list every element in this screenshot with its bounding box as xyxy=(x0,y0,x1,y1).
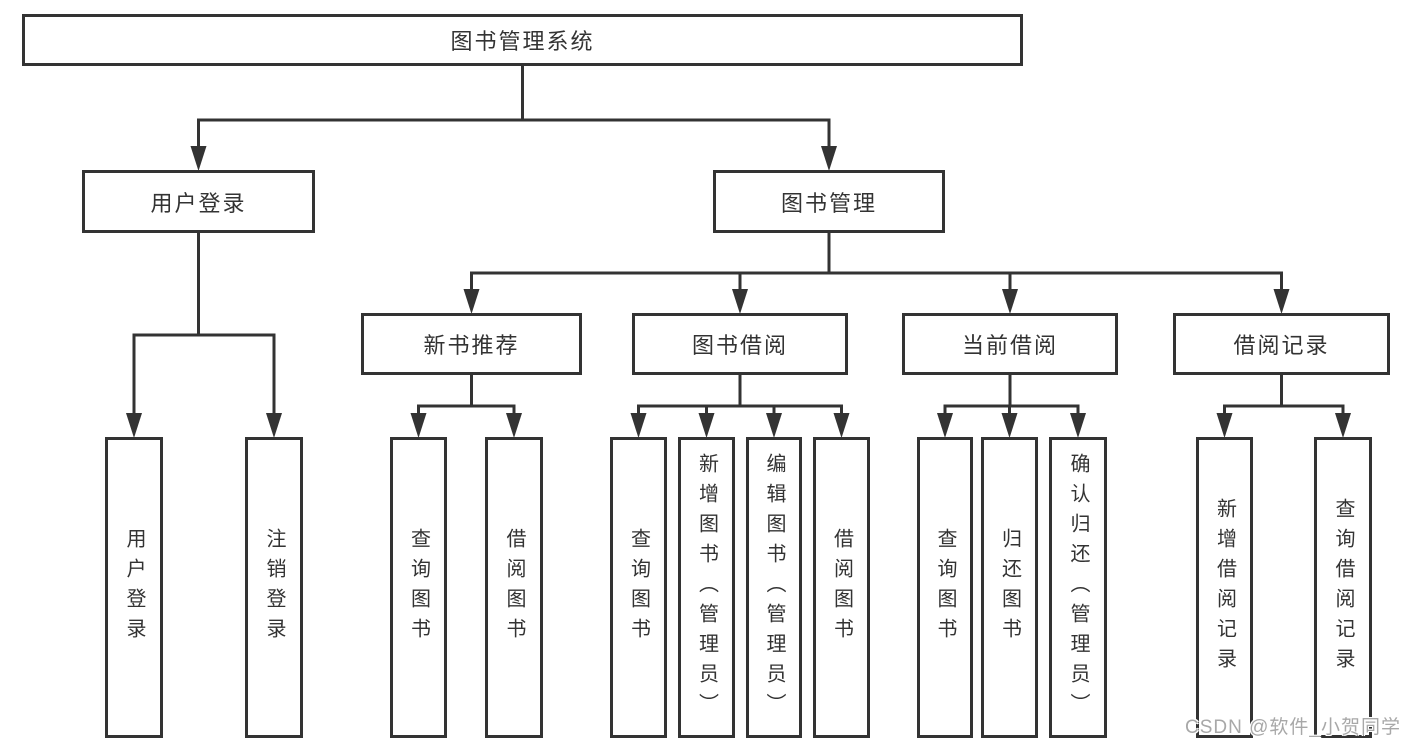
node-leaf-cb-confirm: 确认归还（管理员） xyxy=(1049,437,1107,738)
node-leaf-bb-borrow: 借阅图书 xyxy=(813,437,870,738)
arrowhead-icon xyxy=(1002,289,1018,314)
arrowhead-icon xyxy=(630,413,647,438)
node-label-current-borrow: 当前借阅 xyxy=(961,333,1058,358)
arrowhead-icon xyxy=(506,413,522,438)
node-label-leaf-bb-add: 新增图书（管理员） xyxy=(695,452,718,723)
node-leaf-cb-query: 查询图书 xyxy=(917,437,973,738)
node-label-book-mgmt: 图书管理 xyxy=(780,190,877,216)
node-label-leaf-rec-query: 查询图书 xyxy=(407,527,430,648)
arrowhead-icon xyxy=(766,413,782,438)
node-label-root: 图书管理系统 xyxy=(450,29,595,54)
node-label-leaf-bb-borrow: 借阅图书 xyxy=(830,527,853,648)
node-label-leaf-cb-query: 查询图书 xyxy=(934,527,956,648)
node-label-leaf-bb-edit: 编辑图书（管理员） xyxy=(763,452,785,723)
node-leaf-logout: 注销登录 xyxy=(245,437,303,738)
node-label-leaf-cb-confirm: 确认归还（管理员） xyxy=(1067,452,1089,723)
arrowhead-icon xyxy=(821,146,837,171)
node-book-mgmt: 图书管理 xyxy=(713,170,945,233)
node-leaf-br-add: 新增借阅记录 xyxy=(1196,437,1253,738)
node-label-leaf-user-login: 用户登录 xyxy=(123,527,145,648)
arrowhead-icon xyxy=(410,413,427,438)
node-label-leaf-rec-borrow: 借阅图书 xyxy=(503,527,525,648)
node-label-new-book-rec: 新书推荐 xyxy=(423,333,520,358)
node-leaf-user-login: 用户登录 xyxy=(105,437,163,738)
arrowhead-icon xyxy=(1216,413,1233,438)
node-label-leaf-br-add: 新增借阅记录 xyxy=(1213,497,1236,678)
node-leaf-bb-add: 新增图书（管理员） xyxy=(678,437,735,738)
arrowhead-icon xyxy=(937,413,953,438)
node-label-book-borrow: 图书借阅 xyxy=(691,333,788,358)
node-label-borrow-record: 借阅记录 xyxy=(1233,333,1330,358)
node-leaf-rec-borrow: 借阅图书 xyxy=(485,437,543,738)
node-label-leaf-cb-return: 归还图书 xyxy=(998,527,1021,648)
arrowhead-icon xyxy=(1070,413,1086,438)
arrowhead-icon xyxy=(1001,413,1018,438)
node-leaf-cb-return: 归还图书 xyxy=(981,437,1038,738)
node-leaf-bb-query: 查询图书 xyxy=(610,437,667,738)
node-label-leaf-br-query: 查询借阅记录 xyxy=(1332,497,1354,678)
node-leaf-br-query: 查询借阅记录 xyxy=(1314,437,1372,738)
arrowhead-icon xyxy=(266,413,282,438)
node-current-borrow: 当前借阅 xyxy=(902,313,1118,375)
arrowhead-icon xyxy=(1273,289,1290,314)
node-root: 图书管理系统 xyxy=(22,14,1023,66)
arrowhead-icon xyxy=(190,146,207,171)
node-new-book-rec: 新书推荐 xyxy=(361,313,582,375)
node-label-leaf-logout: 注销登录 xyxy=(263,527,285,648)
arrowhead-icon xyxy=(1335,413,1351,438)
node-book-borrow: 图书借阅 xyxy=(632,313,848,375)
arrowhead-icon xyxy=(732,289,748,314)
node-borrow-record: 借阅记录 xyxy=(1173,313,1390,375)
node-leaf-bb-edit: 编辑图书（管理员） xyxy=(746,437,802,738)
node-label-leaf-bb-query: 查询图书 xyxy=(627,527,650,648)
node-label-user-login: 用户登录 xyxy=(150,190,247,216)
arrowhead-icon xyxy=(698,413,715,438)
arrowhead-icon xyxy=(463,289,480,314)
arrowhead-icon xyxy=(126,413,142,438)
node-leaf-rec-query: 查询图书 xyxy=(390,437,447,738)
arrowhead-icon xyxy=(833,413,850,438)
node-user-login: 用户登录 xyxy=(82,170,315,233)
watermark: CSDN @软件_小贺同学 xyxy=(1185,717,1401,738)
